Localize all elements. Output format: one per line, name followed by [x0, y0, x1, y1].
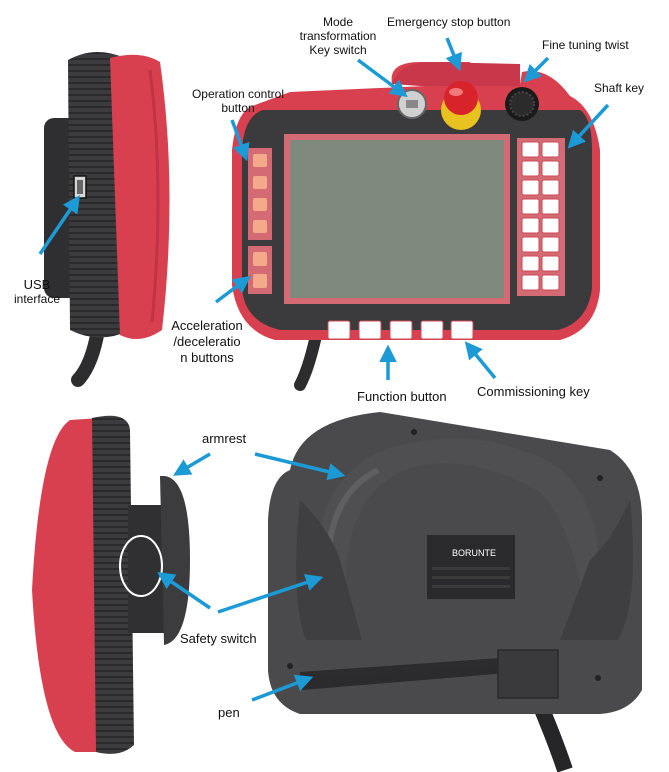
- label-safety-switch: Safety switch: [180, 631, 257, 646]
- brand-text: BORUNTE: [452, 548, 496, 558]
- arrow-pen: [251, 674, 314, 702]
- arrow-mode-switch: [356, 58, 408, 98]
- estop-button: [444, 81, 478, 115]
- cable-front: [294, 334, 321, 391]
- label-mode-line-2: transformation: [299, 29, 377, 43]
- side-view-top: [44, 51, 170, 387]
- accel-btn-1: [253, 252, 267, 266]
- screw: [597, 475, 603, 481]
- label-op-line-1: Operation control: [191, 87, 285, 101]
- label-accel-line-1: Acceleration: [171, 318, 243, 333]
- label-armrest: armrest: [202, 431, 247, 446]
- armrest-side: [160, 476, 190, 645]
- arrow-commissioning: [464, 341, 497, 380]
- arrow-safety-2: [217, 574, 324, 614]
- armrest-wing-right: [560, 500, 634, 640]
- label-usb-line-2: interface: [13, 292, 61, 306]
- callout-arrows: [38, 37, 610, 702]
- pen: [299, 657, 512, 680]
- op-btn-4: [253, 220, 267, 233]
- arrow-armrest-side: [172, 452, 211, 476]
- label-function-button: Function button: [357, 389, 447, 404]
- side-view-bottom: [32, 415, 190, 754]
- label-mode-line-3: Key switch: [309, 43, 367, 57]
- label-usb-line-1: USB: [23, 277, 51, 292]
- arrow-operation-control: [230, 119, 250, 162]
- side-bottom-dark: [92, 415, 134, 754]
- label-commissioning-key: Commissioning key: [477, 384, 590, 399]
- label-usb: USB interface: [12, 277, 62, 307]
- cable-top-left: [71, 323, 105, 387]
- arrow-estop: [445, 37, 462, 72]
- label-emergency-stop: Emergency stop button: [387, 15, 511, 29]
- label-operation-control: Operation control button: [186, 87, 290, 115]
- screw: [287, 663, 293, 669]
- armrest-wing-left: [296, 500, 362, 640]
- arrow-accel: [214, 275, 251, 304]
- arrow-armrest-back: [254, 452, 346, 481]
- side-bottom-red: [32, 418, 110, 752]
- front-view: [232, 62, 600, 391]
- screw: [595, 675, 601, 681]
- label-mode-line-1: Mode: [322, 15, 354, 29]
- safety-switch-ring: [119, 535, 163, 597]
- arrow-safety-1: [157, 572, 211, 610]
- screw: [411, 429, 417, 435]
- side-body-red: [110, 54, 170, 340]
- op-btn-2: [253, 176, 267, 189]
- arrow-usb: [38, 195, 80, 255]
- label-shaft-key: Shaft key: [594, 81, 645, 95]
- label-op-line-2: button: [221, 101, 255, 115]
- accel-btn-2: [253, 274, 267, 288]
- label-fine-tuning: Fine tuning twist: [542, 38, 629, 52]
- arrow-fine-tuning: [523, 56, 550, 83]
- label-pen: pen: [218, 705, 240, 720]
- label-accel: Acceleration /deceleratio n buttons: [166, 318, 248, 366]
- arrow-shaft-key: [567, 103, 610, 149]
- back-view: BORUNTE: [268, 412, 642, 772]
- label-mode-switch: Mode transformation Key switch: [296, 15, 380, 57]
- label-accel-line-3: n buttons: [180, 350, 234, 365]
- op-btn-3: [253, 198, 267, 211]
- op-btn-1: [253, 154, 267, 167]
- label-accel-line-2: /deceleratio: [173, 334, 241, 349]
